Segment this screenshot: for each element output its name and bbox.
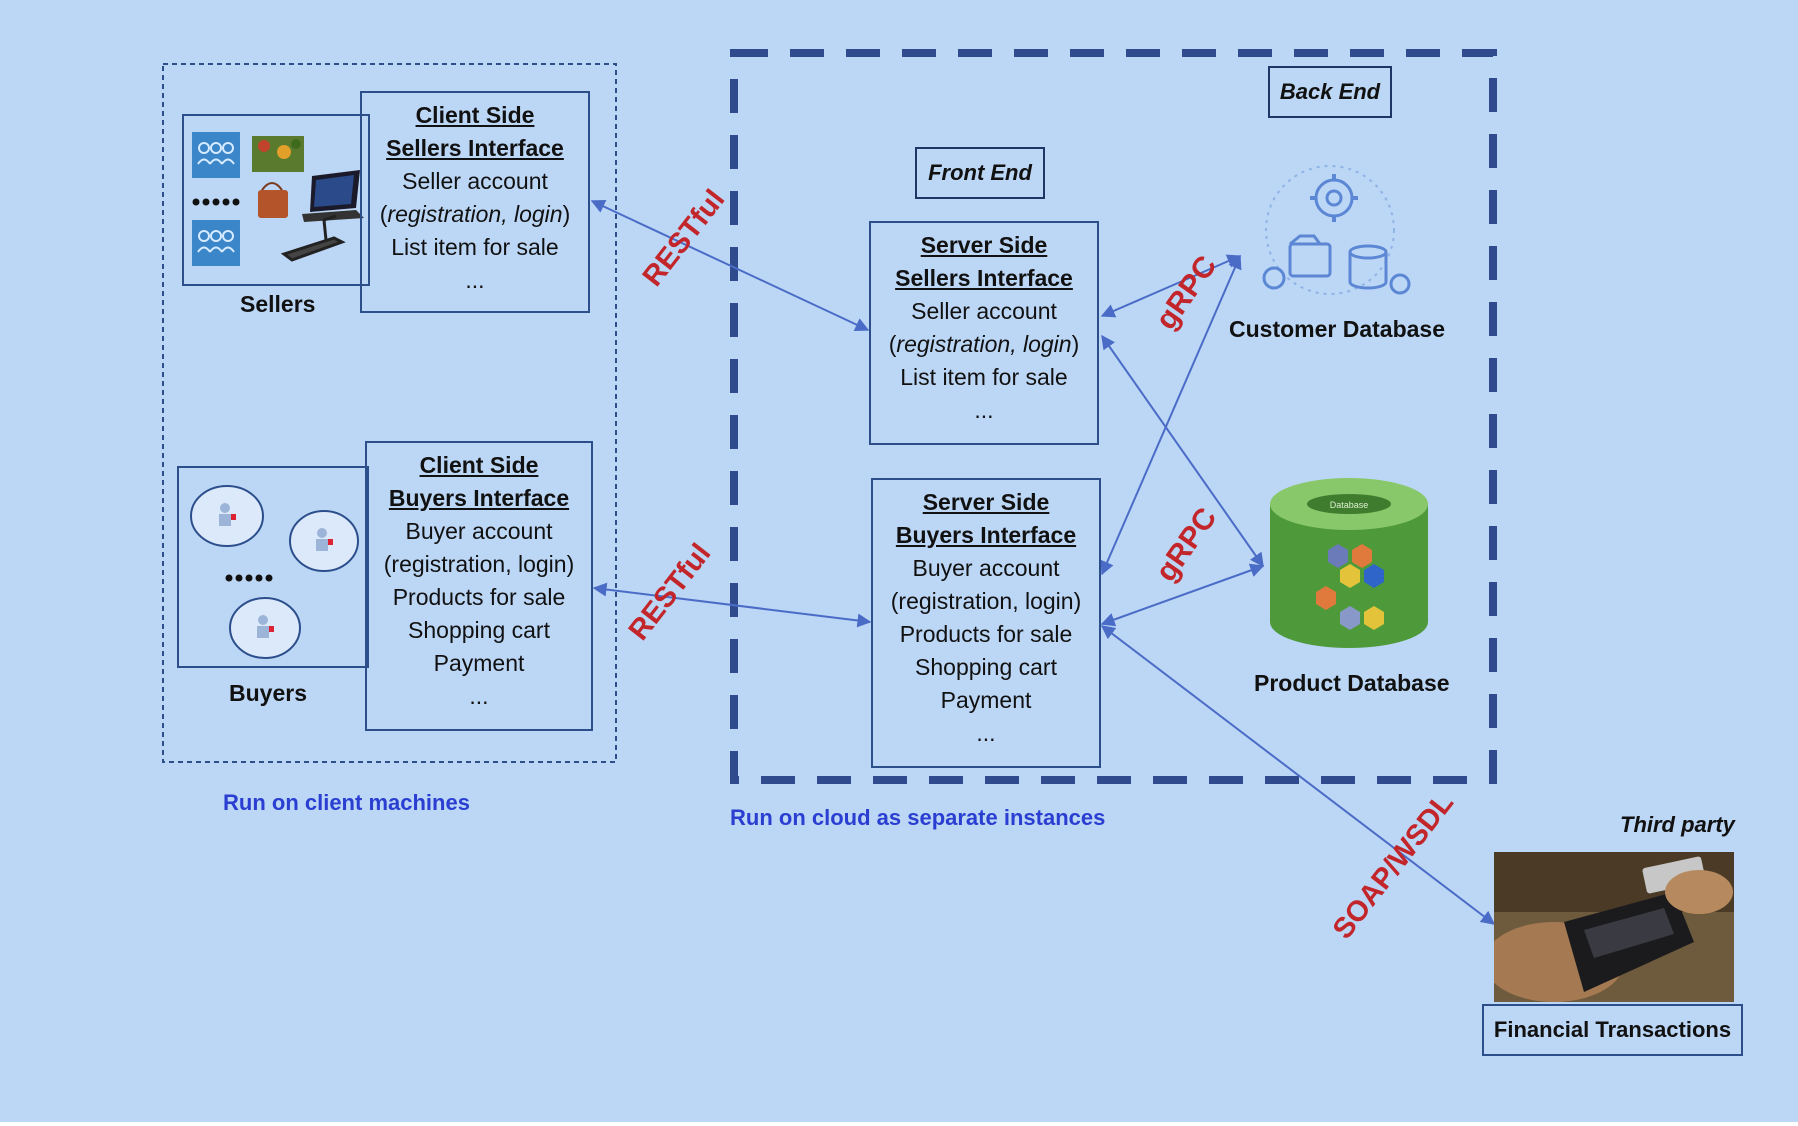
buyers-image-panel bbox=[177, 466, 369, 668]
user-avatar-icon bbox=[190, 485, 264, 547]
hexagon-cluster bbox=[1316, 544, 1384, 630]
restful-sellers-arrow bbox=[590, 199, 870, 332]
laptop-icon bbox=[302, 170, 364, 222]
server-buyers-line-1: Buyer account bbox=[912, 555, 1060, 581]
client-sellers-line-1: Seller account bbox=[402, 168, 548, 194]
client-sellers-line-3: List item for sale bbox=[391, 234, 559, 260]
client-sellers-line-2-text: registration, login bbox=[387, 201, 563, 227]
grpc-buyer-product-arrow bbox=[1100, 563, 1265, 627]
server-buyers-interface: Server Side Buyers Interface Buyer accou… bbox=[871, 478, 1101, 768]
client-sellers-heading-2: Sellers Interface bbox=[386, 135, 564, 161]
sellers-illustration bbox=[192, 132, 364, 266]
server-sellers-line-2: (registration, login) bbox=[888, 331, 1080, 357]
database-cylinder-icon: Database bbox=[1270, 478, 1428, 648]
card-terminal-photo bbox=[1494, 852, 1734, 1002]
server-buyers-line-5: Payment bbox=[940, 687, 1032, 713]
plants-icon bbox=[252, 136, 304, 172]
front-end-tag: Front End bbox=[915, 147, 1045, 199]
buyers-label: Buyers bbox=[229, 680, 307, 706]
server-buyers-heading-1: Server Side bbox=[922, 489, 1050, 515]
back-end-tag: Back End bbox=[1268, 66, 1392, 118]
server-sellers-heading-2: Sellers Interface bbox=[895, 265, 1073, 291]
server-buyers-line-6: ... bbox=[976, 720, 996, 746]
sellers-image-panel bbox=[182, 114, 370, 286]
third-party-label: Third party bbox=[1620, 812, 1735, 837]
financial-transactions-box: Financial Transactions bbox=[1482, 1004, 1743, 1056]
ellipsis-dots bbox=[192, 198, 240, 206]
user-avatar-icon bbox=[289, 510, 359, 572]
client-buyers-line-6: ... bbox=[469, 683, 489, 709]
treadmill-icon bbox=[280, 214, 346, 262]
client-buyers-line-3: Products for sale bbox=[392, 584, 566, 610]
client-buyers-interface: Client Side Buyers Interface Buyer accou… bbox=[365, 441, 593, 731]
run-on-client-note: Run on client machines bbox=[223, 790, 470, 815]
server-sellers-heading-1: Server Side bbox=[920, 232, 1048, 258]
db-lid-label: Database bbox=[1330, 500, 1369, 510]
grpc-seller-product-arrow bbox=[1101, 334, 1264, 568]
client-group-boundary bbox=[162, 63, 617, 763]
client-sellers-line-2: (registration, login) bbox=[379, 201, 571, 227]
client-buyers-heading-1: Client Side bbox=[419, 452, 539, 478]
people-icon bbox=[192, 220, 240, 266]
soap-arrow bbox=[1100, 625, 1496, 925]
buyers-illustration bbox=[190, 485, 359, 659]
sellers-label: Sellers bbox=[240, 291, 316, 317]
client-buyers-line-2: (registration, login) bbox=[383, 551, 575, 577]
client-buyers-line-1: Buyer account bbox=[405, 518, 553, 544]
server-buyers-line-3: Products for sale bbox=[899, 621, 1073, 647]
handbag-icon bbox=[258, 182, 288, 218]
product-database-label: Product Database bbox=[1254, 670, 1450, 696]
client-buyers-line-4: Shopping cart bbox=[408, 617, 550, 643]
customer-database-label: Customer Database bbox=[1229, 316, 1446, 342]
restful-buyers-arrow bbox=[592, 582, 872, 628]
server-buyers-line-4: Shopping cart bbox=[915, 654, 1057, 680]
user-avatar-icon bbox=[229, 597, 301, 659]
server-sellers-line-1: Seller account bbox=[911, 298, 1057, 324]
server-sellers-line-3: List item for sale bbox=[900, 364, 1068, 390]
ellipsis-dots bbox=[225, 574, 273, 582]
client-sellers-line-4: ... bbox=[465, 267, 485, 293]
run-on-cloud-note: Run on cloud as separate instances bbox=[730, 805, 1106, 830]
server-buyers-line-2: (registration, login) bbox=[890, 588, 1082, 614]
client-buyers-heading-2: Buyers Interface bbox=[388, 485, 570, 511]
server-buyers-heading-2: Buyers Interface bbox=[895, 522, 1077, 548]
client-sellers-heading-1: Client Side bbox=[415, 102, 535, 128]
gear-network-icon bbox=[1262, 165, 1411, 295]
client-buyers-line-5: Payment bbox=[433, 650, 525, 676]
server-sellers-line-4: ... bbox=[974, 397, 994, 423]
client-sellers-interface: Client Side Sellers Interface Seller acc… bbox=[360, 91, 590, 313]
server-sellers-line-2-text: registration, login bbox=[896, 331, 1072, 357]
people-icon bbox=[192, 132, 240, 178]
server-sellers-interface: Server Side Sellers Interface Seller acc… bbox=[869, 221, 1099, 445]
